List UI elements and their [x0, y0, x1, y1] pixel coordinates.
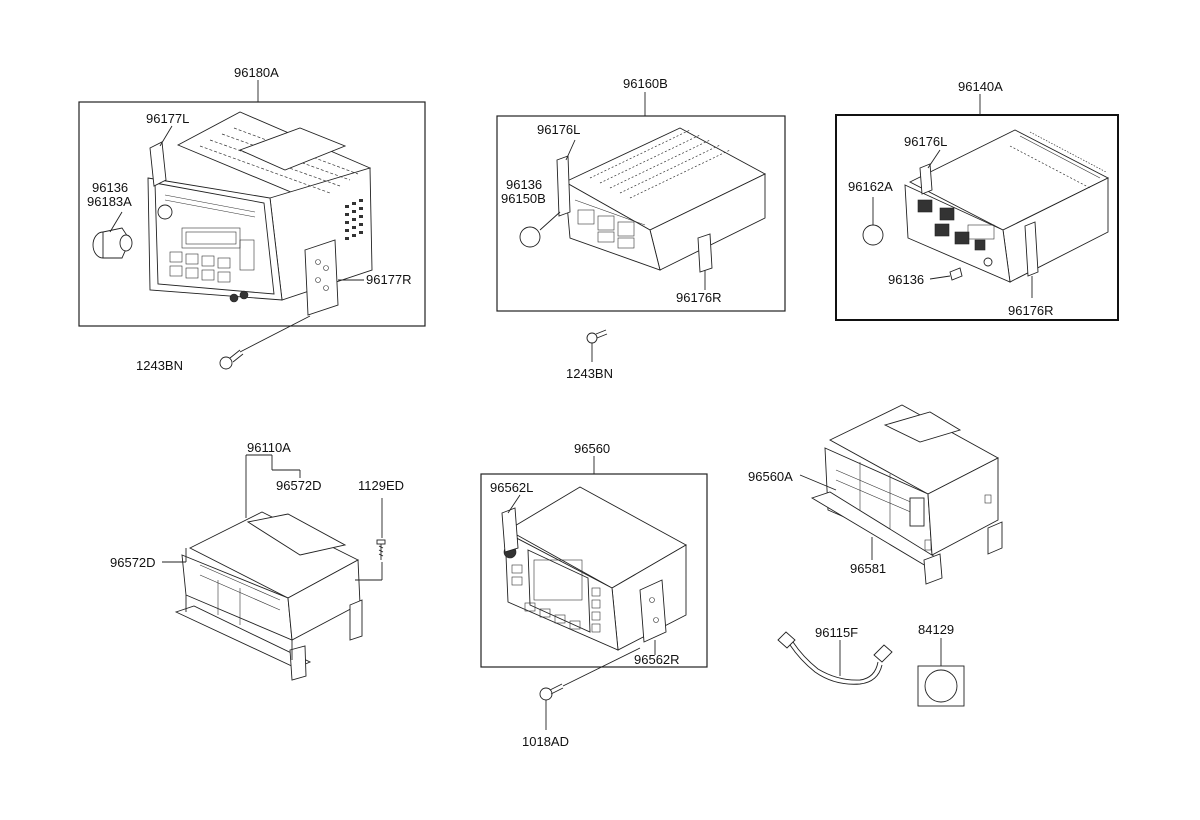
bracket-96177R [304, 239, 339, 316]
bracket-96176L-b [919, 163, 933, 195]
label-96562R[interactable]: 96562R [634, 652, 680, 667]
knob-96136-c [949, 267, 963, 281]
label-96177L[interactable]: 96177L [146, 111, 189, 126]
pad-84129: 84129 [917, 622, 965, 707]
screw-1129ED [376, 539, 386, 560]
label-96562L[interactable]: 96562L [490, 480, 533, 495]
label-96177R[interactable]: 96177R [366, 272, 412, 287]
group-96110A: 96110A 96572D 96572D [110, 440, 404, 681]
label-1243BN-a[interactable]: 1243BN [136, 358, 183, 373]
label-96572D-a[interactable]: 96572D [276, 478, 322, 493]
label-96560[interactable]: 96560 [574, 441, 610, 456]
label-96176L-b[interactable]: 96176L [904, 134, 947, 149]
screw-1018AD [539, 683, 564, 701]
label-96160B[interactable]: 96160B [623, 76, 668, 91]
head-unit-96160B [564, 127, 766, 271]
frame-96160B [496, 115, 786, 312]
frame-96180A [78, 101, 426, 327]
bracket-96176R-b [1024, 221, 1039, 277]
knob-96150B [519, 226, 541, 248]
label-96136-a[interactable]: 96136 [92, 180, 128, 195]
label-96572D-b[interactable]: 96572D [110, 555, 156, 570]
label-1243BN-b[interactable]: 1243BN [566, 366, 613, 381]
label-96150B[interactable]: 96150B [501, 191, 546, 206]
label-96136-b[interactable]: 96136 [506, 177, 542, 192]
knob-96183A [92, 227, 133, 259]
label-96115F[interactable]: 96115F [815, 625, 858, 640]
label-96162A[interactable]: 96162A [848, 179, 893, 194]
screw-1243BN-b [586, 329, 608, 344]
bracket-assembly-96110A [174, 511, 363, 681]
cable-96115F: 96115F [777, 625, 893, 685]
group-96180A: 96180A [78, 65, 426, 373]
label-96176R-b[interactable]: 96176R [1008, 303, 1054, 318]
frame-96140A [835, 114, 1119, 321]
head-unit-96140A [904, 129, 1109, 283]
label-96110A[interactable]: 96110A [247, 440, 291, 455]
label-84129[interactable]: 84129 [918, 622, 954, 637]
bracket-assembly-96560A [810, 404, 1003, 585]
group-96140A: 96140A 96176L 96176R 96162A [835, 79, 1119, 321]
label-96176R-a[interactable]: 96176R [676, 290, 722, 305]
label-1018AD[interactable]: 1018AD [522, 734, 569, 749]
bracket-96177L [149, 141, 167, 187]
label-96560A[interactable]: 96560A [748, 469, 793, 484]
screw-1243BN-a [219, 349, 244, 370]
head-unit-96180A [147, 111, 373, 303]
label-96136-c[interactable]: 96136 [888, 272, 924, 287]
label-96140A[interactable]: 96140A [958, 79, 1003, 94]
label-1129ED[interactable]: 1129ED [358, 478, 404, 493]
label-96183A[interactable]: 96183A [87, 194, 132, 209]
group-96560A: 96560A 96581 [748, 404, 1003, 585]
label-96180A[interactable]: 96180A [234, 65, 279, 80]
bracket-96562R [639, 579, 667, 643]
group-96560: 96560 96562L 96562R [480, 441, 708, 749]
group-96160B: 96160B 96176L 96176R 9613 [496, 76, 786, 381]
bracket-96176R-a [697, 233, 713, 273]
label-96176L-a[interactable]: 96176L [537, 122, 580, 137]
label-96581[interactable]: 96581 [850, 561, 886, 576]
bracket-96562L [501, 507, 519, 553]
bracket-96176L-a [556, 155, 571, 217]
knob-96162A [862, 224, 884, 246]
